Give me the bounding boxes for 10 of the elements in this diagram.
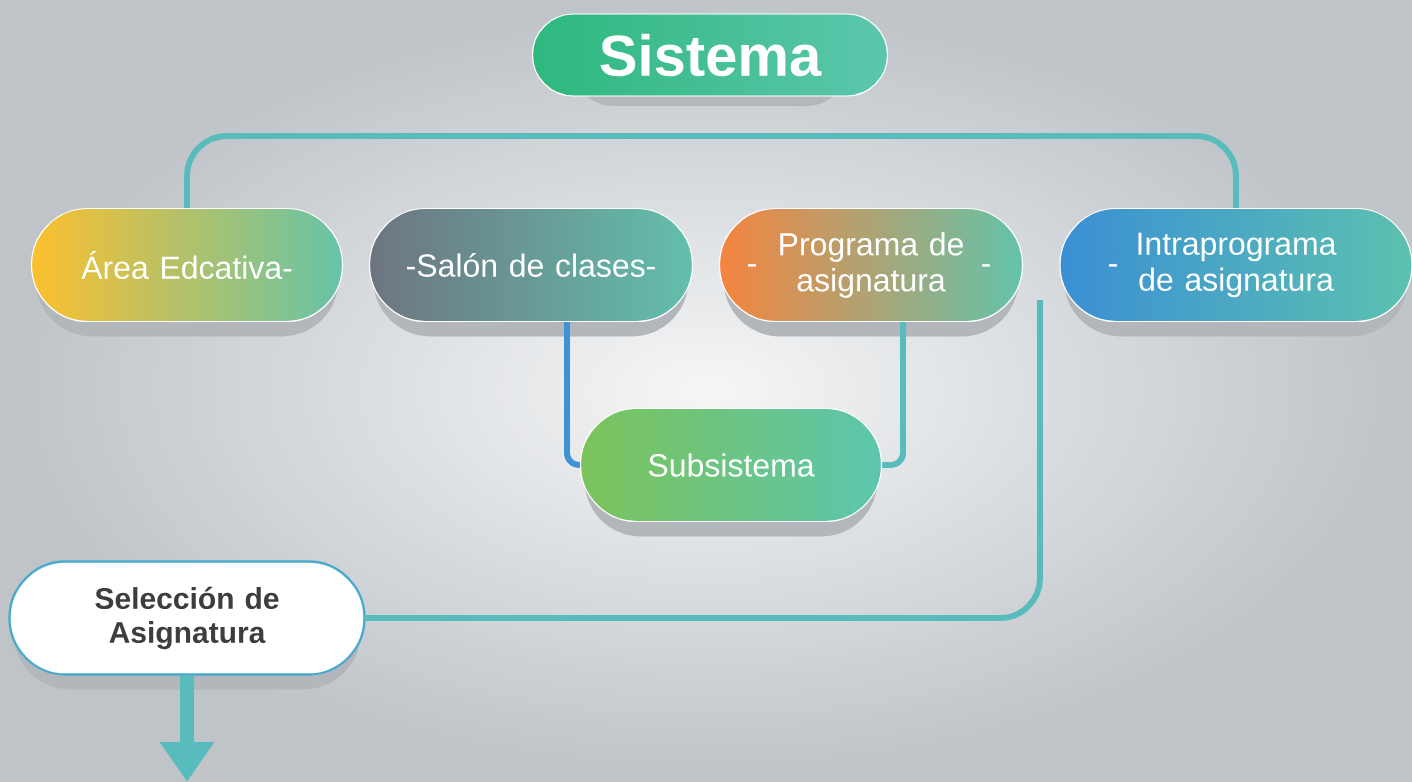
connector-line — [184, 132, 1239, 208]
rounded-box: -Salón de clases- — [368, 207, 694, 337]
connector-line — [365, 300, 1043, 621]
connector-line — [882, 322, 906, 468]
rounded-box: Selección de Asignatura — [8, 560, 366, 690]
rounded-box: Área Edcativa- — [30, 207, 344, 337]
rounded-box: Intraprograma de asignatura - — [1059, 207, 1412, 337]
rounded-box: Programa de asignatura - - — [718, 207, 1024, 337]
rounded-box: Subsistema — [579, 407, 883, 537]
title-box: Sistema — [531, 13, 889, 106]
